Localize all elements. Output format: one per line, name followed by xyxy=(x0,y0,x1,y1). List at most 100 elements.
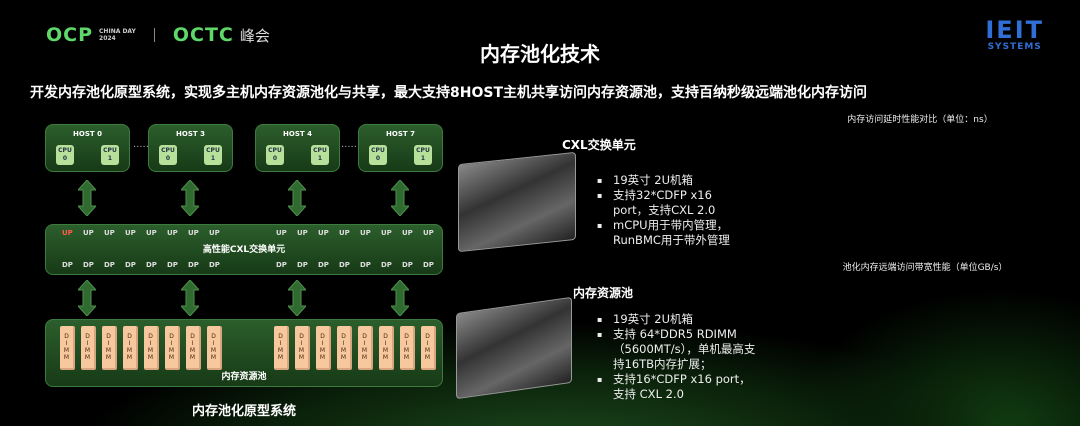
up-port: UP xyxy=(297,229,308,237)
dimm-module: D I M M xyxy=(400,326,415,370)
mem-bullets: 19英寸 2U机箱 支持 64*DDR5 RDIMM（5600MT/s），单机最… xyxy=(597,312,757,402)
memory-pool: 内存资源池 D I M M D I M M D I M M D I M M D I M … xyxy=(45,319,443,387)
cxl-switch-server-image xyxy=(458,151,576,253)
bandwidth-chart: 2526272829303127ALL Reads28.73:1 Reads-W… xyxy=(760,272,1080,426)
up-port: UP xyxy=(360,229,371,237)
dp-port: DP xyxy=(83,261,94,269)
dimm-module: D I M M xyxy=(295,326,310,370)
dimm-module: D I M M xyxy=(144,326,159,370)
dimm-module: D I M M xyxy=(186,326,201,370)
ellipsis: ····· xyxy=(341,142,357,153)
up-port: UP xyxy=(146,229,157,237)
host-box: HOST 3 CPU 0 CPU 1 xyxy=(148,124,233,172)
dp-port: DP xyxy=(125,261,136,269)
bullet: 19英寸 2U机箱 xyxy=(597,173,747,188)
switch-label: 高性能CXL交换单元 xyxy=(202,245,286,255)
memory-pool-server-image xyxy=(456,296,572,400)
cpu-1: CPU 1 xyxy=(414,145,432,165)
dimm-module: D I M M xyxy=(102,326,117,370)
up-port: UP xyxy=(209,229,220,237)
china-day-text: CHINA DAY xyxy=(99,28,136,35)
dimm-module: D I M M xyxy=(358,326,373,370)
dimm-module: D I M M xyxy=(81,326,96,370)
up-port: UP xyxy=(402,229,413,237)
dimm-module: D I M M xyxy=(379,326,394,370)
host-name: HOST 7 xyxy=(386,130,415,138)
dp-port: DP xyxy=(360,261,371,269)
cpu-0: CPU 0 xyxy=(159,145,177,165)
dimm-module: D I M M xyxy=(207,326,222,370)
up-port: UP xyxy=(381,229,392,237)
dp-port: DP xyxy=(146,261,157,269)
ocp-text: OCP xyxy=(46,24,94,46)
divider xyxy=(153,28,155,42)
double-arrow-icon xyxy=(76,179,98,217)
host-name: HOST 4 xyxy=(283,130,312,138)
bandwidth-chart-title: 池化内存远端访问带宽性能（单位GB/s） xyxy=(842,263,1008,273)
dp-port: DP xyxy=(423,261,434,269)
host-box: HOST 4 CPU 0 CPU 1 xyxy=(255,124,340,172)
cpu-1: CPU 1 xyxy=(311,145,329,165)
latency-chart-title: 内存访问延时性能对比（单位：ns） xyxy=(847,115,993,125)
double-arrow-icon xyxy=(76,279,98,317)
dimm-module: D I M M xyxy=(337,326,352,370)
dp-port: DP xyxy=(62,261,73,269)
slide-title: 内存池化技术 xyxy=(480,42,600,66)
up-port: UP xyxy=(276,229,287,237)
summit-text: 峰会 xyxy=(239,26,270,45)
cpu-1: CPU 1 xyxy=(204,145,222,165)
dimm-module: D I M M xyxy=(123,326,138,370)
up-port: UP xyxy=(188,229,199,237)
bullet: 支持16*CDFP x16 port，支持 CXL 2.0 xyxy=(597,372,757,402)
up-port: UP xyxy=(318,229,329,237)
cxl-bullets: 19英寸 2U机箱 支持32*CDFP x16 port，支持CXL 2.0 m… xyxy=(597,173,747,248)
dp-port: DP xyxy=(167,261,178,269)
dp-port: DP xyxy=(381,261,392,269)
dp-port: DP xyxy=(402,261,413,269)
dimm-module: D I M M xyxy=(274,326,289,370)
brand-top: IEIT xyxy=(985,16,1044,44)
bullet: 支持 64*DDR5 RDIMM（5600MT/s），单机最高支持16TB内存扩… xyxy=(597,327,757,372)
up-port: UP xyxy=(167,229,178,237)
bullet: 支持32*CDFP x16 port，支持CXL 2.0 xyxy=(597,188,747,218)
cpu-0: CPU 0 xyxy=(369,145,387,165)
up-port: UP xyxy=(423,229,434,237)
up-port: UP xyxy=(104,229,115,237)
dp-port: DP xyxy=(318,261,329,269)
year-text: 2024 xyxy=(99,35,116,42)
latency-chart: 0200400600113近端内存255远端内存548远端内存（含交换） xyxy=(760,125,1080,253)
bullet: mCPU用于带内管理，RunBMC用于带外管理 xyxy=(597,218,747,248)
host-name: HOST 3 xyxy=(176,130,205,138)
dimm-module: D I M M xyxy=(316,326,331,370)
brand-bottom: SYSTEMS xyxy=(987,42,1042,52)
ellipsis: ····· xyxy=(133,142,149,153)
host-box: HOST 7 CPU 0 CPU 1 xyxy=(358,124,443,172)
up-port: UP xyxy=(62,229,73,237)
dp-port: DP xyxy=(104,261,115,269)
slide-subtitle: 开发内存池化原型系统，实现多主机内存资源池化与共享，最大支持8HOST主机共享访… xyxy=(30,85,867,101)
pool-label: 内存资源池 xyxy=(221,372,267,382)
up-port: UP xyxy=(125,229,136,237)
dimm-module: D I M M xyxy=(165,326,180,370)
cpu-1: CPU 1 xyxy=(101,145,119,165)
ieit-logo: IEIT SYSTEMS xyxy=(985,18,1044,52)
double-arrow-icon xyxy=(286,279,308,317)
cpu-0: CPU 0 xyxy=(266,145,284,165)
double-arrow-icon xyxy=(389,179,411,217)
double-arrow-icon xyxy=(286,179,308,217)
cpu-0: CPU 0 xyxy=(56,145,74,165)
dp-port: DP xyxy=(188,261,199,269)
diagram-caption: 内存池化原型系统 xyxy=(191,404,296,419)
dimm-module: D I M M xyxy=(421,326,436,370)
double-arrow-icon xyxy=(179,179,201,217)
dimm-module: D I M M xyxy=(60,326,75,370)
double-arrow-icon xyxy=(389,279,411,317)
cxl-switch-unit: 高性能CXL交换单元 UP DP UP DP UP DP UP DP UP DP UP DP UP DP U… xyxy=(45,224,443,275)
up-port: UP xyxy=(339,229,350,237)
up-port: UP xyxy=(83,229,94,237)
dp-port: DP xyxy=(209,261,220,269)
dp-port: DP xyxy=(276,261,287,269)
